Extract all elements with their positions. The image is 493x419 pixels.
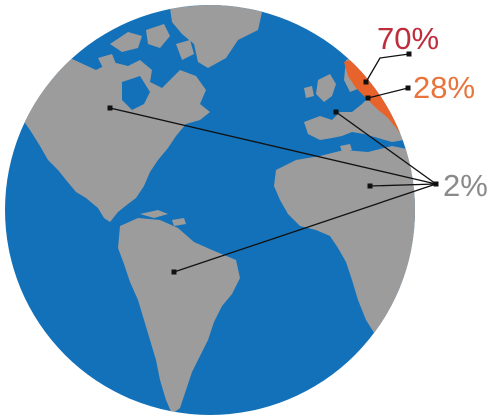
leader-2-dot-hub bbox=[433, 181, 439, 187]
ireland-landmass bbox=[304, 86, 314, 98]
leader-2-south-america bbox=[173, 183, 437, 273]
leader-2-dot-africa bbox=[367, 183, 373, 189]
leader-2-dot-north-america bbox=[107, 105, 113, 111]
arctic-island-a bbox=[110, 32, 142, 52]
leader-2-dot-south-america bbox=[171, 269, 177, 275]
greenland-landmass bbox=[170, 5, 262, 68]
leader-70 bbox=[365, 53, 410, 83]
caribbean-island-b bbox=[172, 218, 186, 226]
mediterranean-island bbox=[340, 144, 352, 152]
leader-28-dot-end bbox=[405, 85, 411, 91]
caribbean-island-a bbox=[140, 210, 168, 218]
label-70-percent: 70% bbox=[377, 21, 439, 56]
globe-landmasses bbox=[5, 5, 415, 414]
label-2-percent: 2% bbox=[443, 168, 488, 203]
label-28-percent: 28% bbox=[413, 70, 475, 105]
leader-2-dot-europe bbox=[333, 109, 339, 115]
south-america-landmass bbox=[118, 218, 240, 414]
leader-lines bbox=[107, 51, 439, 275]
arctic-island-b bbox=[146, 24, 170, 48]
africa-landmass bbox=[274, 146, 415, 346]
leader-28-dot-start bbox=[365, 95, 371, 101]
leader-2-north-america bbox=[109, 107, 437, 185]
leader-2-europe bbox=[335, 111, 437, 185]
leader-2-africa bbox=[369, 183, 437, 187]
hudson-bay bbox=[122, 76, 150, 110]
leader-28 bbox=[367, 87, 409, 99]
arctic-island-c bbox=[176, 40, 194, 60]
british-isles-landmass bbox=[316, 74, 336, 102]
leader-70-dot-end bbox=[406, 51, 412, 57]
leader-70-dot-start bbox=[363, 79, 369, 85]
north-america-landmass bbox=[5, 58, 210, 222]
